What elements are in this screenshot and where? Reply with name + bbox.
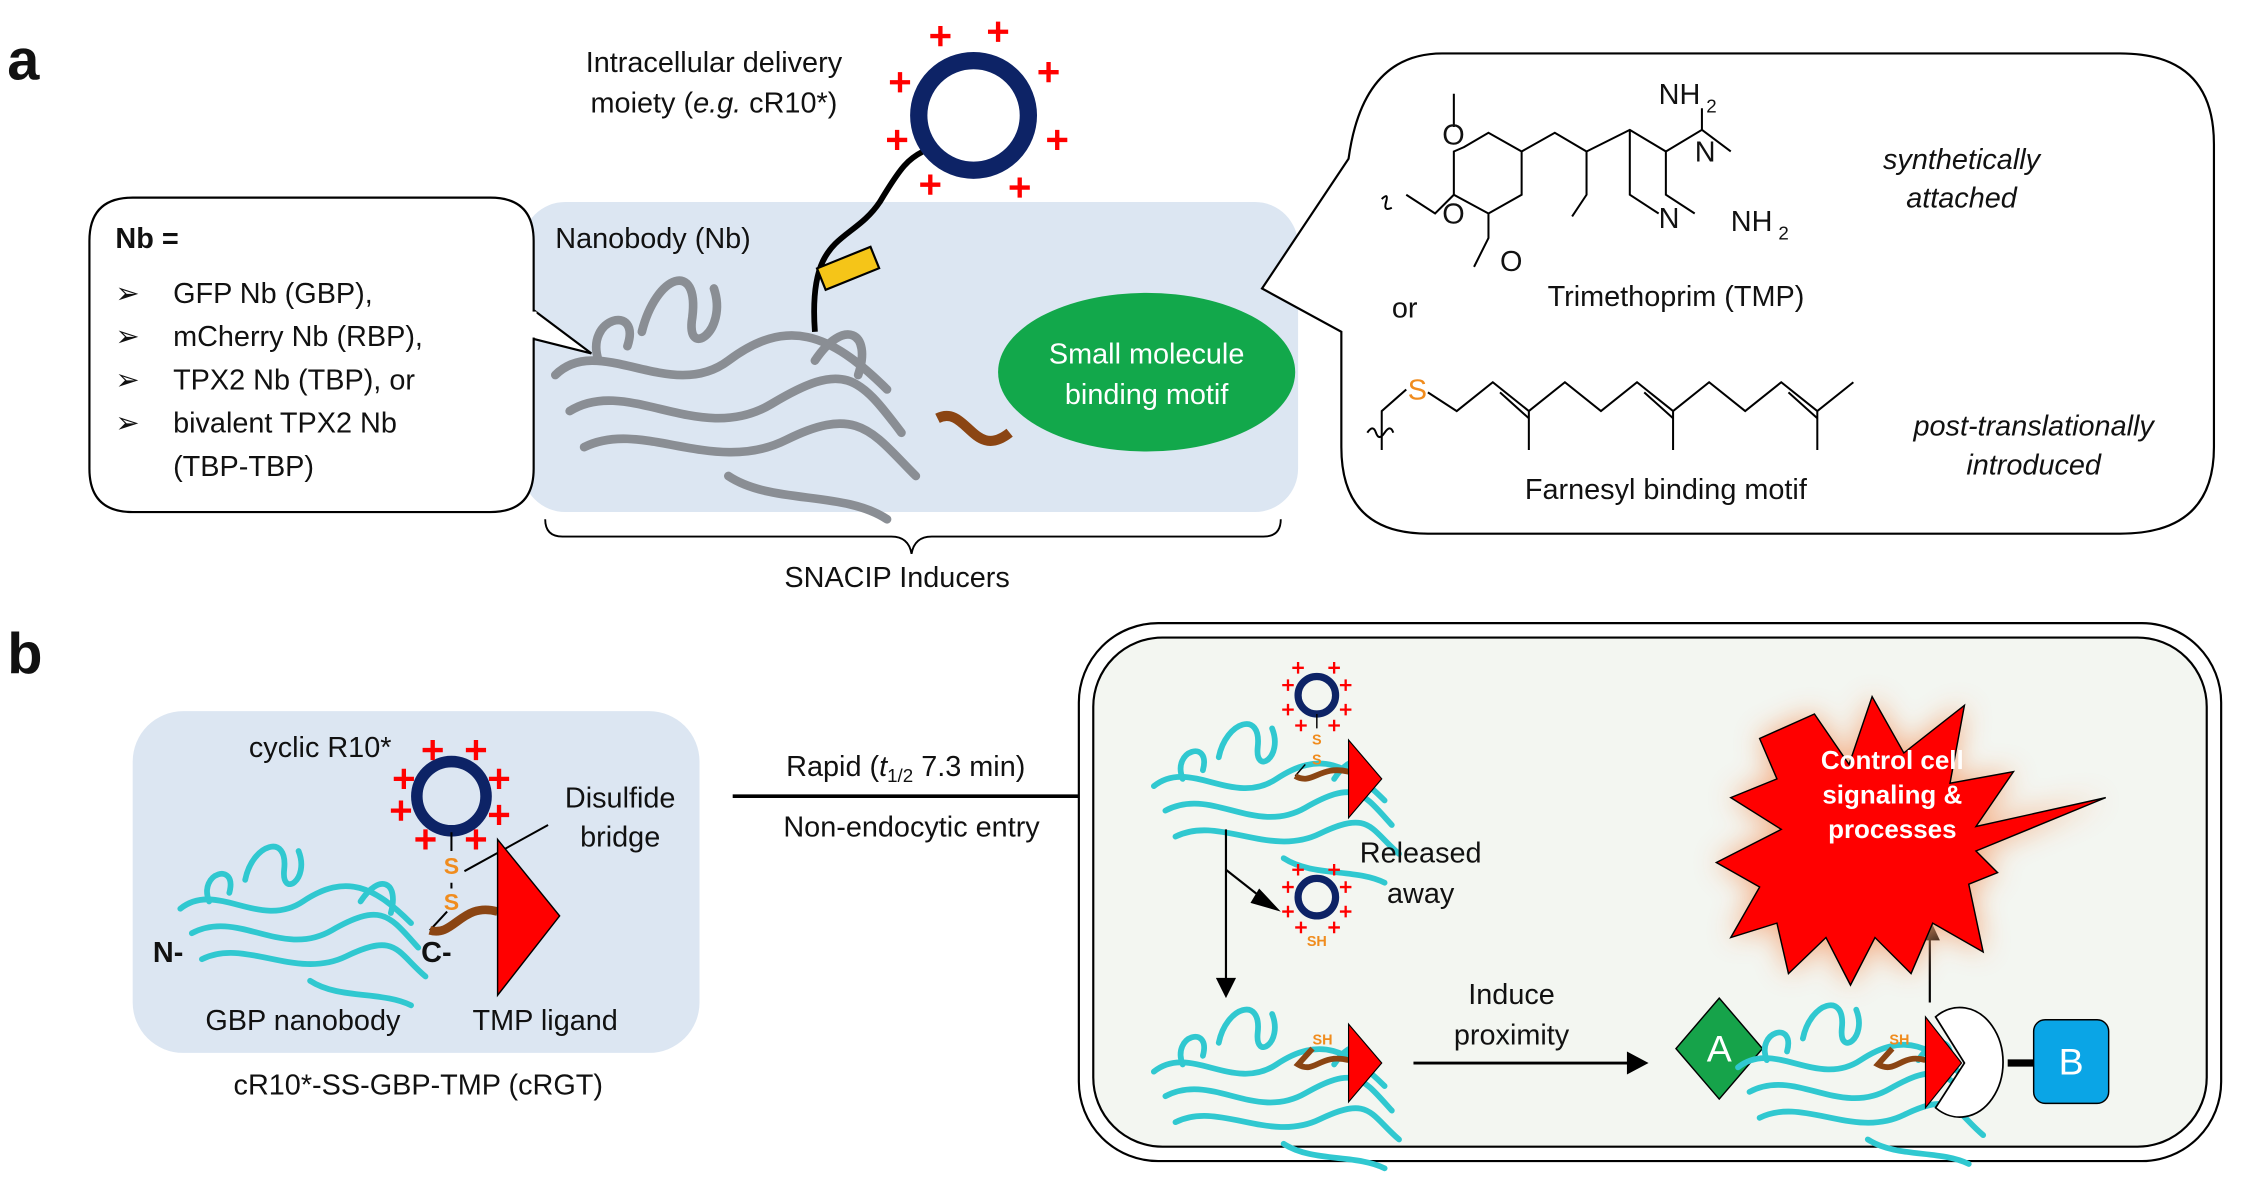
signaling-star [1714, 694, 2107, 987]
cRGT-box [132, 711, 700, 1053]
tmp-receptor [1934, 1006, 2004, 1118]
sulfur-atom: S [1408, 375, 1427, 407]
binding-motif [998, 292, 1296, 452]
svg-text:SH: SH [1313, 1032, 1333, 1048]
tmp-structure [1381, 93, 1732, 268]
proximity-arrow [1626, 1051, 1649, 1075]
nb-item: TPX2 Nb (TBP), or [173, 364, 415, 396]
induce-label1: Induce [1468, 979, 1555, 1011]
svg-text:N: N [1659, 203, 1680, 235]
svg-text:➢: ➢ [115, 278, 139, 310]
entry-label2: Non-endocytic entry [783, 812, 1040, 844]
brace-label: SNACIP Inducers [784, 562, 1009, 594]
delivery-line1: Intracellular delivery [586, 47, 843, 79]
svg-text:➢: ➢ [115, 321, 139, 353]
entry-label1: Rapid (t1/2 7.3 min) [786, 751, 1025, 786]
sulfur-2: S [444, 889, 459, 915]
svg-text:2: 2 [1778, 222, 1788, 243]
motif-line2: binding motif [1065, 379, 1229, 411]
svg-text:N: N [1695, 137, 1716, 169]
nb-item: GFP Nb (GBP), [173, 278, 373, 310]
nb-item: mCherry Nb (RBP), [173, 321, 423, 353]
tmp-note1: synthetically [1883, 144, 2042, 176]
disulfide-label2: bridge [580, 822, 660, 854]
nb-title: Nb = [115, 223, 178, 255]
star-text2: signaling & [1822, 779, 1962, 809]
protein-a [1675, 997, 1764, 1101]
induce-label2: proximity [1454, 1019, 1570, 1051]
or-label: or [1392, 292, 1418, 324]
farn-note1: post-translationally [1912, 411, 2155, 443]
farn-note2: introduced [1966, 450, 2102, 482]
star-text3: processes [1828, 814, 1956, 844]
svg-text:➢: ➢ [115, 364, 139, 396]
cyclic-label: cyclic R10* [249, 732, 392, 764]
motif-line1: Small molecule [1049, 339, 1244, 371]
tmp-name: Trimethoprim (TMP) [1548, 281, 1805, 313]
c-terminus: C- [421, 937, 451, 969]
sulfur-1: S [444, 853, 459, 879]
tmp-note2: attached [1906, 183, 2018, 215]
released-label1: Released [1360, 838, 1482, 870]
svg-text:O: O [1442, 119, 1464, 151]
protein-b-label: B [2059, 1041, 2084, 1083]
yellow-tag [815, 245, 881, 292]
svg-text:SH: SH [1889, 1032, 1909, 1048]
brace [544, 519, 1282, 555]
svg-text:➢: ➢ [115, 408, 139, 440]
nb-item: bivalent TPX2 Nb [173, 408, 397, 440]
chem-callout [1260, 52, 2216, 535]
gbp-label: GBP nanobody [205, 1005, 401, 1037]
panel-a-label: a [7, 28, 40, 92]
svg-text:2: 2 [1706, 96, 1716, 117]
construct-label: cR10*-SS-GBP-TMP (cRGT) [234, 1070, 603, 1102]
tmp-ligand-triangle [496, 837, 561, 998]
svg-text:NH: NH [1659, 79, 1701, 111]
nb-item: (TBP-TBP) [173, 451, 314, 483]
protein-b [2032, 1019, 2110, 1105]
released-ring-icon [1294, 874, 1340, 920]
svg-text:O: O [1442, 199, 1464, 231]
protein-a-label: A [1707, 1028, 1732, 1070]
down-arrow [1215, 977, 1237, 999]
tmp-label: TMP ligand [473, 1005, 618, 1037]
panel-b-label: b [7, 623, 42, 687]
nb-callout [88, 196, 592, 514]
star-text1: Control cell [1821, 745, 1964, 775]
delivery-line2: moiety (e.g. cR10*) [591, 88, 838, 120]
disulfide-label1: Disulfide [565, 783, 676, 815]
release-arrow [1250, 888, 1281, 912]
nanobody-label: Nanobody (Nb) [555, 223, 750, 255]
cR10-ring-icon [411, 755, 492, 837]
n-terminus: N- [153, 937, 183, 969]
svg-text:SH: SH [1307, 934, 1327, 950]
farn-name: Farnesyl binding motif [1525, 474, 1808, 506]
svg-text:O: O [1500, 246, 1522, 278]
svg-text:S: S [1312, 732, 1322, 748]
nb-list: ➢ GFP Nb (GBP), ➢ mCherry Nb (RBP), ➢ TPX2 … [115, 278, 423, 483]
linker-brown [935, 411, 1013, 446]
delivery-ring-icon [910, 51, 1038, 179]
farnesyl-structure [1366, 380, 1854, 451]
linker-black [811, 148, 925, 332]
svg-text:NH: NH [1731, 206, 1773, 238]
released-label2: away [1387, 878, 1455, 910]
svg-text:S: S [1312, 752, 1322, 768]
